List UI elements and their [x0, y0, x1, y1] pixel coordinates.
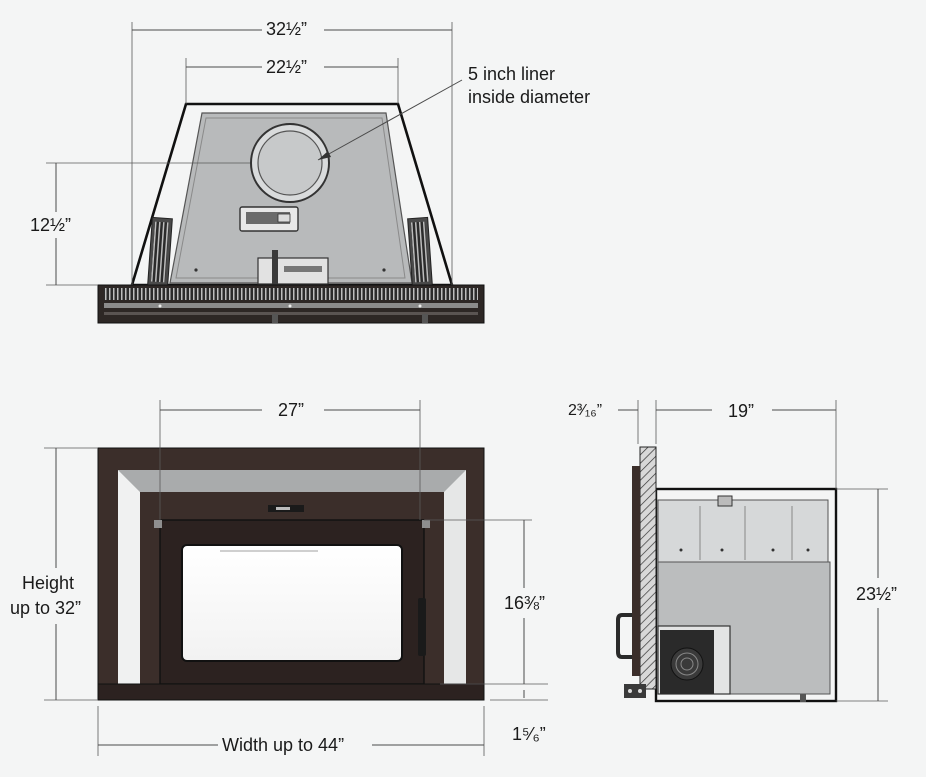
width-label: Width up to 44” [222, 735, 345, 755]
dim-side-height-label: 23½” [856, 584, 898, 604]
dim-glass-height-label: 16⅜” [504, 593, 546, 613]
dim-face-depth-label: 2³⁄₁₆” [568, 402, 603, 419]
dim-body-depth-label: 19” [728, 401, 755, 421]
door-handle [418, 598, 426, 656]
side-top-module [657, 499, 829, 563]
door-glass [181, 544, 403, 662]
top-view [46, 22, 485, 324]
dim-depth-label: 12½” [30, 215, 72, 235]
liner-note-line2: inside diameter [468, 87, 591, 107]
dim-base-label: 1⁵⁄₆” [512, 724, 546, 744]
dim-door-width-label: 27” [278, 400, 305, 420]
liner-note-line1: 5 inch liner [468, 64, 556, 84]
front-view [44, 400, 548, 756]
front-base [97, 683, 485, 701]
side-view [616, 400, 888, 703]
side-face-hatched [639, 446, 657, 690]
dim-outer-width-label: 32½” [266, 19, 308, 39]
height-label-line1: Height [22, 573, 75, 593]
dim-inner-width-label: 22½” [266, 57, 308, 77]
height-label-line2: up to 32” [10, 598, 82, 618]
